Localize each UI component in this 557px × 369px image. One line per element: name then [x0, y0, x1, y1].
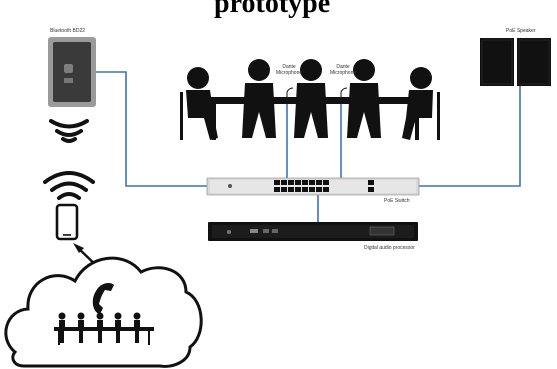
poe-speaker-icon	[480, 38, 551, 86]
label-bluetooth: Bluetooth BD22	[50, 28, 86, 34]
wifi-icon	[43, 171, 95, 200]
remote-meeting-icon	[54, 312, 154, 345]
label-dsp: Digital audio processor	[364, 245, 415, 251]
network-links	[96, 71, 521, 222]
dsp-icon	[208, 222, 418, 241]
link-switch-speaker	[418, 84, 521, 187]
phone-handset-icon	[92, 283, 114, 314]
wireless-waves-icon	[49, 119, 89, 143]
label-mic-right: Dante Microphone	[330, 64, 357, 76]
meeting-table-icon	[180, 59, 440, 140]
label-mic-left: Dante Microphone	[276, 64, 303, 76]
microphone-icon	[286, 87, 348, 97]
link-bluetooth-switch	[96, 71, 210, 187]
diagram-title: prototype	[214, 0, 331, 19]
smartphone-icon	[55, 203, 79, 241]
bluetooth-device-icon	[48, 37, 96, 107]
label-switch: PoE Switch	[384, 198, 410, 204]
cloud-icon	[4, 256, 203, 368]
label-speaker: PoE Speaker	[506, 28, 536, 34]
switch-icon	[206, 177, 420, 196]
